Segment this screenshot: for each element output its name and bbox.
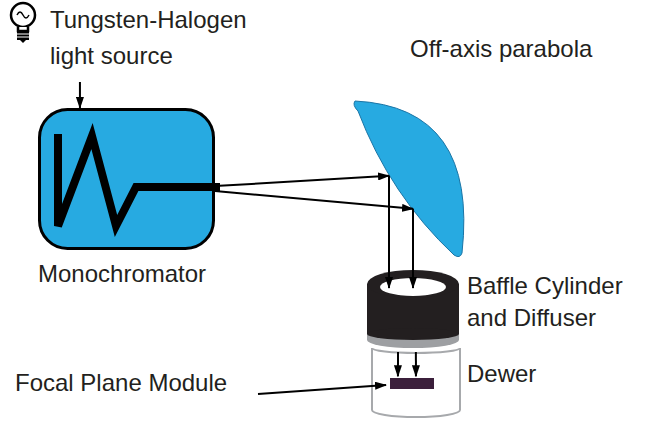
bulb-icon	[11, 3, 35, 43]
part-node: Focal Plane Module	[390, 378, 434, 389]
part-shape	[38, 108, 223, 250]
part-label: Baffle Cylinder and Diffuser	[467, 270, 649, 335]
part-node: Monochromator	[38, 108, 215, 250]
part-node: Tungsten-Halogen light source	[5, 0, 267, 82]
leader-line	[258, 385, 386, 394]
light-path-arrow	[415, 352, 417, 376]
part-label: Monochromator	[38, 258, 238, 289]
light-path-arrow	[215, 176, 389, 186]
part-shape	[390, 378, 434, 389]
light-path-arrow	[388, 176, 390, 288]
part-shape	[365, 268, 461, 350]
light-path-arrow	[397, 352, 399, 376]
part-node: Baffle Cylinder and Diffuser	[365, 268, 461, 348]
part-label: Tungsten-Halogen light source	[50, 2, 265, 74]
part-shape	[370, 344, 462, 420]
part-shape	[350, 95, 475, 260]
part-label: Off-axis parabola	[410, 33, 640, 64]
part-node: Off-axis parabola	[350, 95, 475, 260]
part-label: Dewer	[467, 358, 587, 389]
part-node: DewerFocal Plane Module	[370, 344, 462, 418]
part-label: Focal Plane Module	[15, 369, 255, 398]
light-path-arrow	[79, 82, 81, 108]
light-path-arrow	[215, 191, 413, 209]
part-shape	[5, 0, 45, 46]
